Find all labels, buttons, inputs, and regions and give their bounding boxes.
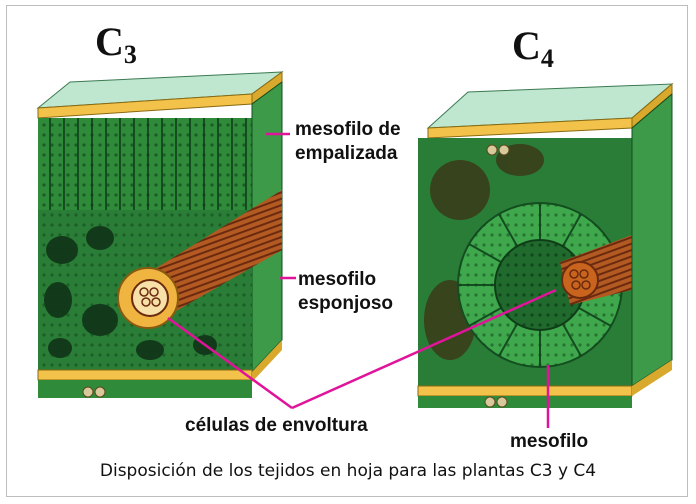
bundle-sheath-label: células de envoltura xyxy=(185,414,368,438)
figure-caption: Disposición de los tejidos en hoja para … xyxy=(0,461,696,481)
c4-leaf-block xyxy=(418,84,672,408)
c3-lower-epidermis xyxy=(38,370,252,380)
palisade-mesophyll-label: mesofilo de empalizada xyxy=(295,118,401,166)
c4-side-face xyxy=(632,94,672,386)
spongy-mesophyll-label: mesofilo esponjoso xyxy=(298,268,393,316)
c3-leaf-block xyxy=(38,72,282,398)
c3-heading: C3 xyxy=(95,18,137,70)
c4-lower-epidermis xyxy=(418,386,632,396)
c4-heading: C4 xyxy=(512,22,554,74)
mesophyll-label: mesofilo xyxy=(510,430,588,454)
